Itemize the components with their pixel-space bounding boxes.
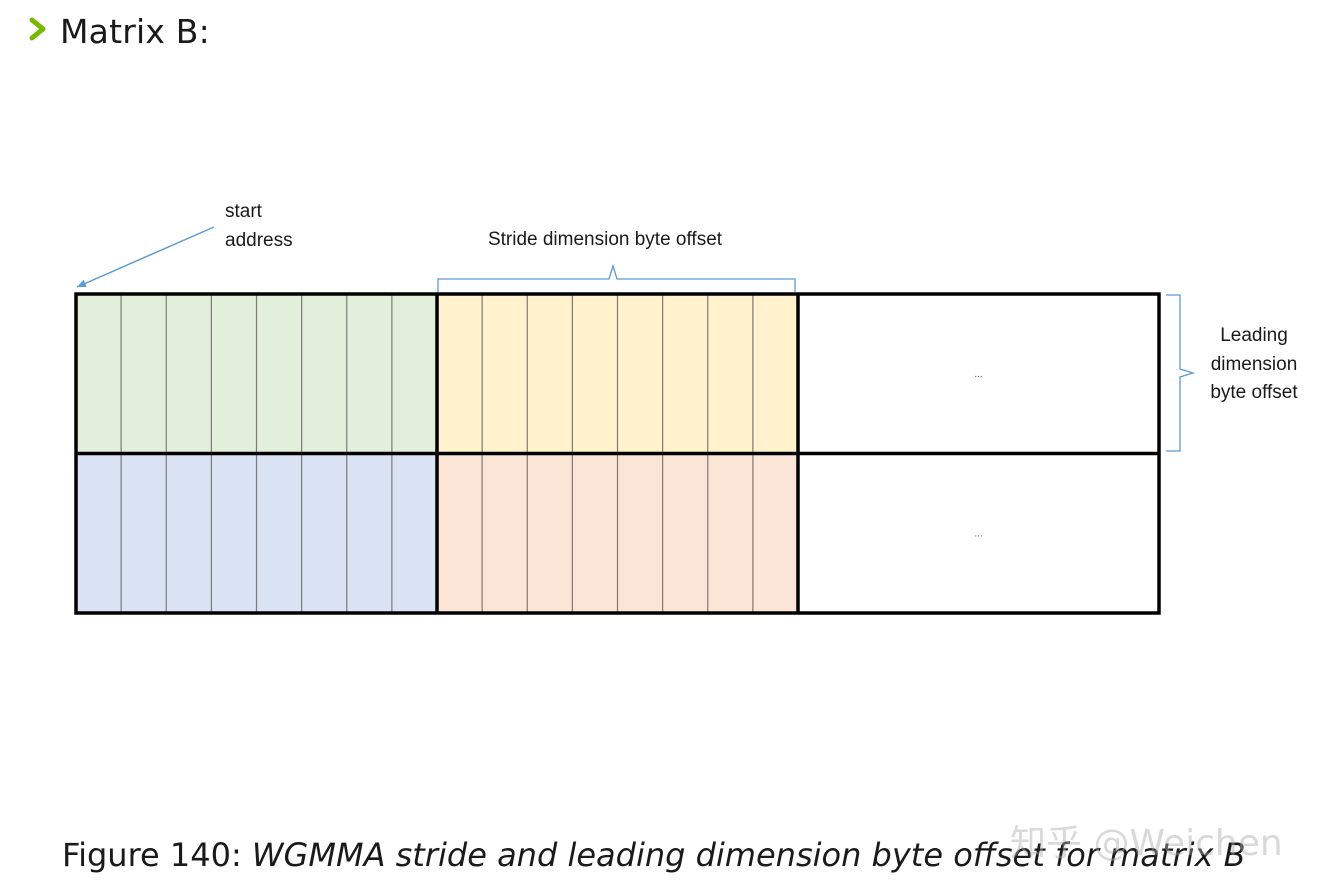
matrix-grid: ...... (74, 292, 1161, 615)
matrix-block-r1-c2 (798, 453, 1159, 613)
leading-brace (1166, 294, 1196, 452)
leading-offset-label-line2: dimension (1211, 354, 1298, 375)
watermark: 知乎 @Weichen (1010, 823, 1283, 864)
ellipsis-placeholder: ... (974, 369, 982, 380)
ellipsis-placeholder: ... (974, 528, 982, 539)
section-title: Matrix B: (60, 11, 210, 51)
figure-caption: Figure 140: WGMMA stride and leading dim… (62, 836, 1246, 874)
start-address-label-line2: address (225, 230, 293, 251)
matrix-block-r0-c2 (798, 294, 1159, 454)
chevron-right-icon (26, 14, 54, 48)
leading-offset-label-line3: byte offset (1210, 382, 1298, 403)
stride-brace (437, 263, 796, 292)
stride-offset-label: Stride dimension byte offset (488, 229, 723, 250)
start-address-label-line1: start (225, 201, 263, 222)
figure-caption-prefix: Figure 140: (62, 836, 252, 874)
figure-caption-text: WGMMA stride and leading dimension byte … (251, 836, 1246, 874)
section-header: Matrix B: (26, 8, 210, 54)
start-address-arrow (76, 226, 215, 288)
leading-offset-label-line1: Leading (1220, 325, 1288, 346)
